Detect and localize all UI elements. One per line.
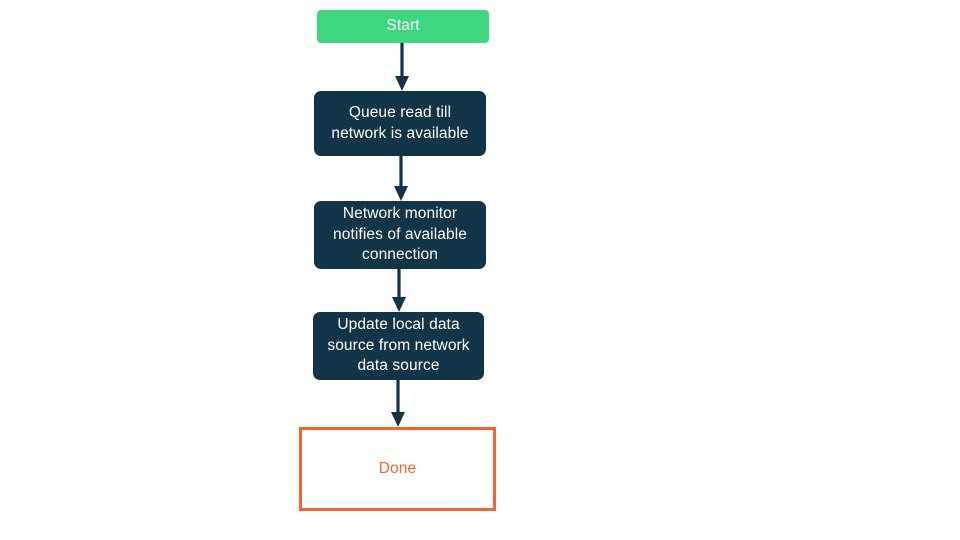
flow-edge-start-to-queue-read xyxy=(391,43,413,91)
arrow-shaft xyxy=(400,43,404,78)
flow-node-start[interactable]: Start xyxy=(317,10,489,43)
flow-edge-network-monitor-to-update-local xyxy=(388,269,410,312)
arrow-shaft xyxy=(397,269,401,299)
flow-node-network-monitor-label: Network monitor notifies of available co… xyxy=(333,205,467,264)
flow-node-done-label: Done xyxy=(378,459,417,477)
arrow-shaft xyxy=(396,380,400,414)
arrow-head xyxy=(394,186,408,201)
flow-node-queue-read[interactable]: Queue read till network is available xyxy=(314,91,486,156)
flow-node-start-label: Start xyxy=(386,17,420,35)
arrow-head xyxy=(392,297,406,312)
flow-node-queue-read-label: Queue read till network is available xyxy=(331,104,469,142)
arrow-shaft xyxy=(399,156,403,188)
flow-node-update-local-label: Update local data source from network da… xyxy=(327,316,470,375)
arrow-head xyxy=(391,412,405,427)
flow-node-network-monitor[interactable]: Network monitor notifies of available co… xyxy=(314,201,486,269)
flow-edge-queue-read-to-network-monitor xyxy=(390,156,412,201)
arrow-head xyxy=(395,76,409,91)
flow-node-update-local[interactable]: Update local data source from network da… xyxy=(313,312,484,380)
flow-edge-update-local-to-done xyxy=(387,380,409,427)
flow-node-done[interactable]: Done xyxy=(299,427,496,511)
